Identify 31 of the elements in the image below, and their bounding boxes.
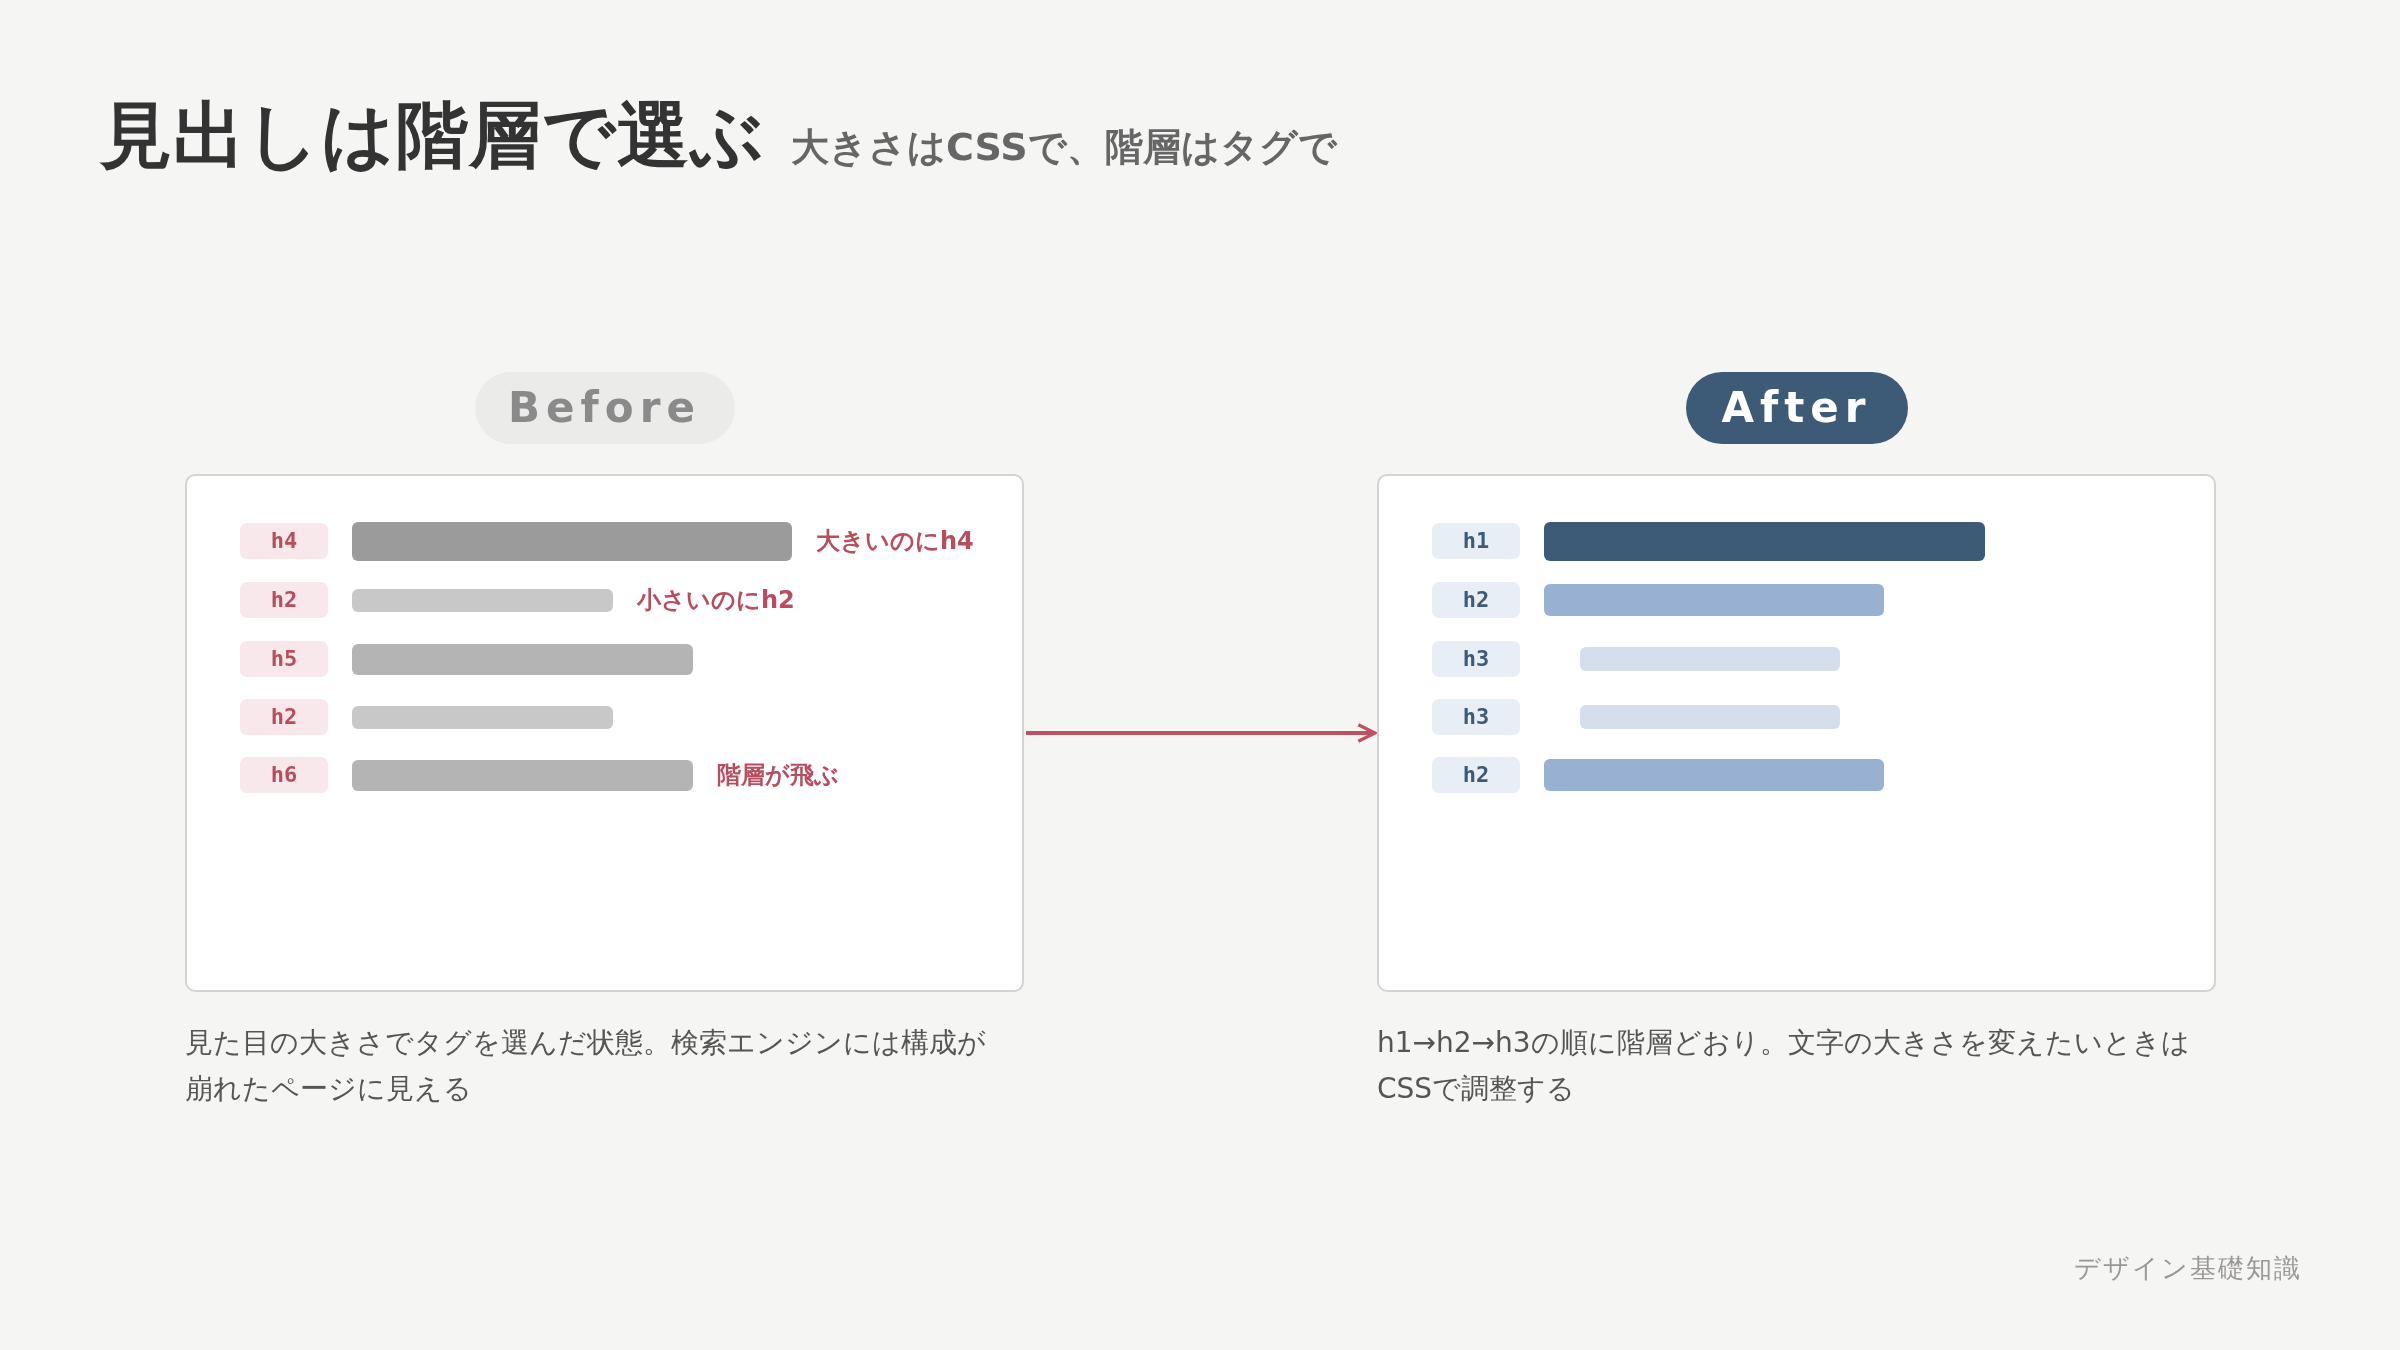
annotation-note: 大きいのにh4: [816, 526, 974, 556]
stage-pill: Before: [474, 372, 735, 444]
heading-tag: h2: [1432, 757, 1520, 793]
heading-bar: [352, 705, 613, 729]
heading-tag: h2: [1432, 582, 1520, 618]
arrow: [1026, 723, 1377, 743]
heading-bar: [352, 521, 792, 561]
heading-bar: [1580, 647, 1840, 671]
heading-tag: h2: [240, 582, 328, 618]
footer-text: デザイン基礎知識: [2074, 1252, 2302, 1285]
heading-bar: [352, 588, 613, 612]
heading-tag: h2: [240, 699, 328, 735]
heading-bar: [1544, 584, 1884, 616]
heading-tag: h4: [240, 523, 328, 559]
heading-tag: h3: [1432, 699, 1520, 735]
annotation-note: 階層が飛ぶ: [717, 760, 839, 790]
heading-bar: [352, 759, 693, 791]
annotation-note: 小さいのにh2: [637, 585, 795, 615]
heading-bar: [1544, 759, 1884, 791]
caption-text: 見た目の大きさでタグを選んだ状態。検索エンジンには構成が崩れたページに見える: [185, 1025, 987, 1107]
caption-text: h1→h2→h3の順に階層どおり。文字の大きさを変えたいときはCSSで調整する: [1377, 1025, 2191, 1107]
heading-tag: h1: [1432, 523, 1520, 559]
heading-tag: h6: [240, 757, 328, 793]
subtitle: 大きさはCSSで、階層はタグで: [791, 127, 1337, 169]
heading-tag: h3: [1432, 641, 1520, 677]
heading-bar: [1580, 705, 1840, 729]
stage-pill: After: [1685, 372, 1908, 444]
title: 見出しは階層で選ぶ: [100, 96, 765, 176]
heading-bar: [352, 643, 693, 675]
heading-bar: [1544, 521, 1985, 561]
heading-tag: h5: [240, 641, 328, 677]
